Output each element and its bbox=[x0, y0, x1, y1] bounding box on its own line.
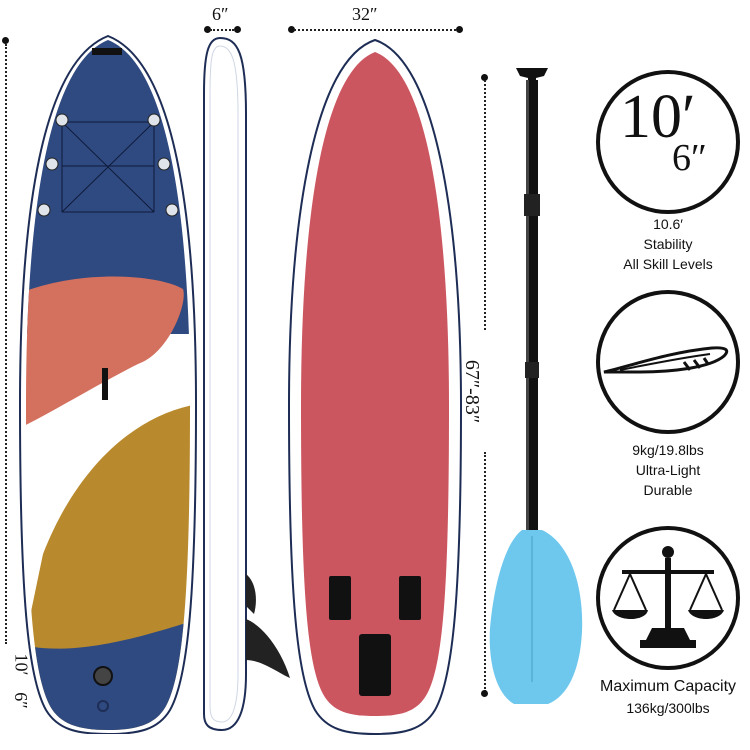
paddle-t-grip bbox=[516, 68, 548, 82]
board-top-view bbox=[18, 34, 198, 734]
balance-scale-icon bbox=[612, 546, 724, 648]
fin-box-center bbox=[359, 634, 391, 696]
thickness-label: 6″ bbox=[212, 4, 229, 24]
width-guide-dot-left bbox=[288, 26, 295, 33]
width-label: 32″ bbox=[352, 4, 378, 24]
size-line2: All Skill Levels bbox=[623, 256, 713, 272]
size-value: 10.6′ bbox=[653, 216, 683, 232]
weight-badge bbox=[596, 290, 740, 434]
size-caption: 10.6′ Stability All Skill Levels bbox=[596, 214, 740, 274]
thickness-guide-dot-left bbox=[204, 26, 211, 33]
paddle-guide-dot-top bbox=[481, 74, 488, 81]
thickness-guide-line bbox=[210, 29, 234, 31]
fin-box-right bbox=[399, 576, 421, 620]
size-big-inches: 6″ bbox=[672, 137, 707, 179]
nose-handle bbox=[92, 48, 122, 55]
capacity-value: 136kg/300lbs bbox=[626, 700, 710, 716]
paddle-clamp-lower bbox=[525, 362, 539, 378]
board-side-view bbox=[203, 36, 290, 732]
inflation-valve bbox=[93, 666, 113, 686]
weight-line1: Ultra-Light bbox=[635, 462, 701, 478]
red-deck-pad bbox=[301, 52, 449, 716]
d-rings bbox=[37, 113, 179, 217]
size-badge: 10′ 6″ bbox=[596, 70, 740, 214]
size-line1: Stability bbox=[643, 236, 693, 252]
fin-box-left bbox=[329, 576, 351, 620]
width-guide-dot-right bbox=[456, 26, 463, 33]
capacity-title: Maximum Capacity bbox=[599, 678, 737, 695]
length-guide-dot-top bbox=[2, 37, 9, 44]
side-fin-main bbox=[246, 619, 290, 678]
bungee-cords bbox=[61, 121, 155, 213]
width-guide-line bbox=[294, 29, 456, 31]
paddle-clamp-upper bbox=[524, 194, 540, 216]
center-carry-handle bbox=[102, 368, 108, 400]
size-big-feet: 10′ bbox=[620, 83, 696, 151]
paddle-guide-line-bottom bbox=[484, 452, 486, 692]
capacity-badge bbox=[596, 526, 740, 670]
leash-ring bbox=[97, 700, 109, 712]
paddle-guide-dot-bottom bbox=[481, 690, 488, 697]
thickness-guide-dot-right bbox=[234, 26, 241, 33]
feather-board-icon bbox=[603, 346, 729, 374]
board-bottom-view bbox=[287, 38, 463, 736]
paddle-blade bbox=[489, 530, 583, 704]
weight-line2: Durable bbox=[643, 482, 693, 498]
side-fin-small bbox=[246, 574, 256, 614]
paddle bbox=[489, 68, 583, 704]
coral-stripe bbox=[26, 276, 184, 429]
weight-caption: 9kg/19.8lbs Ultra-Light Durable bbox=[596, 440, 740, 500]
capacity-caption: Maximum Capacity 136kg/300lbs bbox=[578, 676, 750, 718]
weight-value: 9kg/19.8lbs bbox=[632, 442, 704, 458]
length-guide-line bbox=[5, 44, 7, 644]
paddle-guide-line-top bbox=[484, 80, 486, 330]
